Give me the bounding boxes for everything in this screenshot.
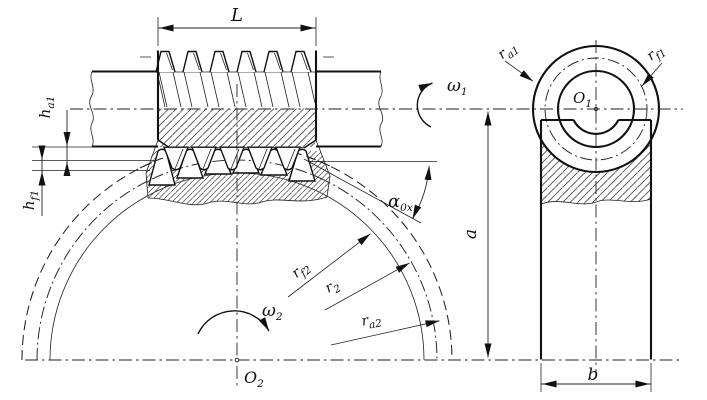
worm-shaft — [89, 70, 384, 148]
r2-leader — [324, 262, 410, 311]
label-O1: O1 — [573, 89, 592, 110]
omega1-arc — [416, 82, 433, 128]
dim-L-extensions — [157, 17, 317, 46]
dim-a: a — [461, 111, 492, 358]
thread-crest-flank-lines — [166, 52, 308, 71]
omega1-arrow: ω1 — [416, 76, 468, 128]
omega2-arrow: ω2 — [197, 301, 283, 335]
label-alpha0x: α0x — [388, 191, 413, 214]
thread-helix-lines — [156, 71, 316, 108]
alpha-arc — [412, 166, 430, 219]
dim-b: b — [540, 363, 652, 392]
shaft-right-edges — [316, 70, 381, 148]
label-hf1: hf1 — [20, 190, 41, 210]
wheel-pitch-arc — [36, 159, 438, 361]
dim-b-extensions — [540, 363, 652, 392]
ra1-leader — [504, 60, 534, 82]
label-omega2: ω2 — [262, 301, 283, 323]
dim-hf1: hf1 — [20, 145, 46, 216]
ra2-leader — [330, 320, 440, 346]
tip-arc-left-bit — [139, 151, 183, 169]
label-O2: O2 — [244, 368, 264, 390]
alpha-arrow-bottom — [412, 204, 422, 219]
label-ra2: ra2 — [360, 310, 383, 332]
shaft-left-edges — [92, 70, 158, 148]
worm-bottom-teeth-flank-lines — [174, 148, 296, 170]
angle-alpha0x: α0x — [303, 158, 437, 224]
centre-labels: O2 O1 — [244, 89, 592, 390]
rf1-leader — [641, 62, 663, 87]
label-rf1: rf1 — [644, 41, 669, 67]
alpha-arrow-top — [424, 165, 432, 181]
shaft-right-break — [378, 71, 384, 147]
rim-left-chamfer — [145, 139, 159, 199]
omega2-arc — [197, 310, 270, 335]
worm-bottom-teeth — [162, 146, 302, 171]
alpha-tangent-line — [303, 158, 422, 224]
wheel-teeth — [148, 148, 316, 186]
label-omega1: ω1 — [447, 76, 468, 98]
rim-side-edges — [539, 120, 653, 360]
rim-right-chamfer — [315, 139, 331, 198]
rf2-leader — [287, 233, 371, 298]
dim-ha1: ha1 — [32, 96, 156, 176]
shaft-left-break — [89, 71, 94, 147]
label-L: L — [230, 5, 243, 26]
label-ha1: ha1 — [36, 96, 57, 119]
label-b: b — [588, 365, 599, 385]
dim-L: L — [157, 5, 317, 46]
rim-throat-arc — [572, 119, 620, 135]
centerlines — [25, 40, 683, 386]
label-r2: r2 — [322, 276, 343, 299]
label-a: a — [461, 229, 481, 239]
rim-section-hatch — [541, 139, 651, 204]
wheel-centre-point — [234, 357, 240, 363]
label-ra1: ra1 — [495, 39, 522, 66]
rim-break-line-side — [540, 198, 652, 205]
rim-break-line — [147, 196, 328, 206]
